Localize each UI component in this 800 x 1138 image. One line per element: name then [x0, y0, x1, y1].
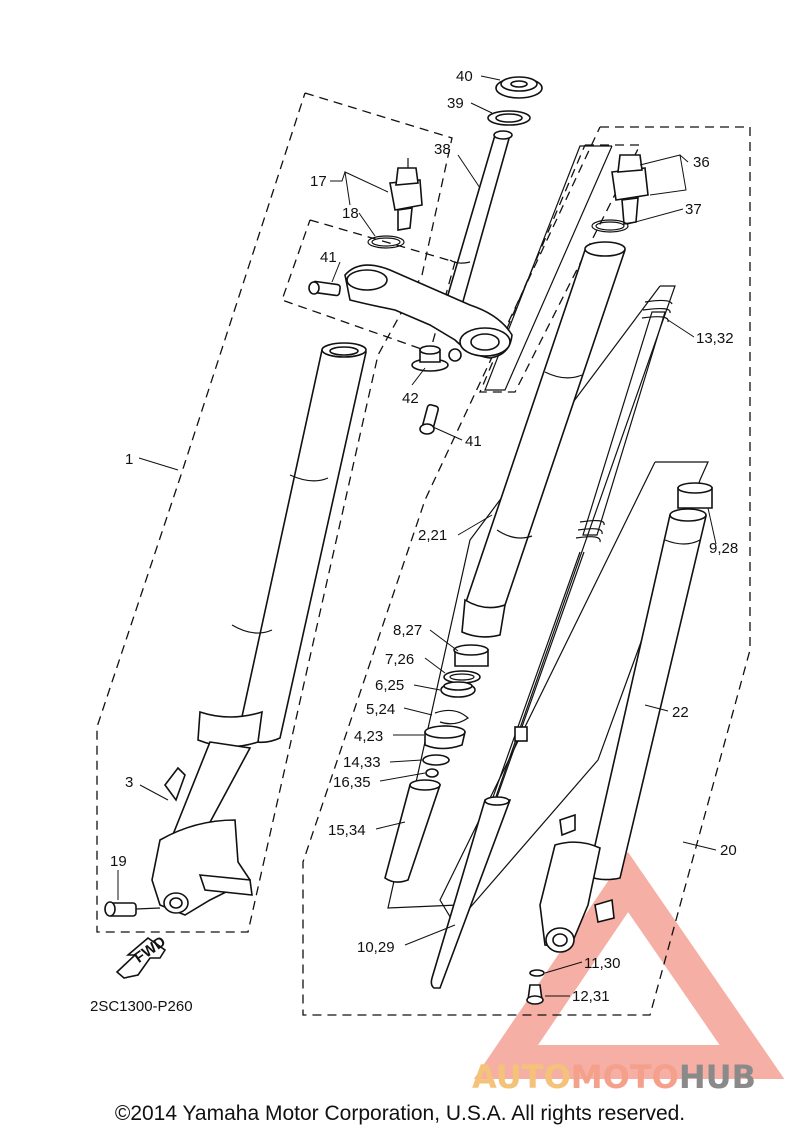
- o-ring-37: [591, 219, 629, 233]
- bolt-12-31: [526, 984, 544, 1005]
- bushing-9-28: [677, 482, 713, 509]
- bolt-41-upper: [308, 280, 341, 297]
- callout-16-35: 16,35: [333, 774, 371, 791]
- callout-41-upper: 41: [320, 249, 337, 266]
- spring-13-32: [575, 299, 673, 543]
- seal-39: [487, 110, 531, 126]
- callout-18: 18: [342, 205, 359, 222]
- callout-9-28: 9,28: [709, 540, 738, 557]
- watermark-moto: MOTO: [571, 1058, 679, 1096]
- right-outer-tube: [461, 241, 626, 638]
- watermark-logo: [473, 851, 785, 1079]
- leader-lines: [117, 75, 717, 997]
- callout-7-26: 7,26: [385, 651, 414, 668]
- callout-41-lower: 41: [465, 433, 482, 450]
- callout-1: 1: [125, 451, 133, 468]
- callout-17: 17: [310, 173, 327, 190]
- callout-42: 42: [402, 390, 419, 407]
- callout-37: 37: [685, 201, 702, 218]
- callout-13-32: 13,32: [696, 330, 734, 347]
- inner-tube-22: [587, 508, 707, 881]
- watermark-hub: HUB: [679, 1058, 756, 1096]
- callout-4-23: 4,23: [354, 728, 383, 745]
- diagram-code: 2SC1300-P260: [90, 998, 193, 1015]
- callout-40: 40: [456, 68, 473, 85]
- callout-10-29: 10,29: [357, 939, 395, 956]
- watermark-text: AUTOMOTOHUB: [472, 1058, 756, 1096]
- callout-2-21: 2,21: [418, 527, 447, 544]
- callout-38: 38: [434, 141, 451, 158]
- fwd-arrow-icon: FWD: [115, 933, 169, 979]
- callout-36: 36: [693, 154, 710, 171]
- damper-rod-10-29: [430, 551, 585, 989]
- callout-11-30: 11,30: [584, 955, 620, 972]
- left-fork-assembly: [151, 342, 367, 916]
- right-axle-bracket-20: [539, 813, 615, 953]
- callout-20: 20: [720, 842, 737, 859]
- callout-8-27: 8,27: [393, 622, 422, 639]
- bearing-40: [495, 76, 543, 99]
- callout-3: 3: [125, 774, 133, 791]
- callout-12-31: 12,31: [572, 988, 610, 1005]
- cap-bolt-36: [611, 154, 649, 225]
- bolt-19: [104, 901, 161, 917]
- washer-11-30: [529, 969, 545, 977]
- steering-stem-assembly: [344, 130, 513, 362]
- collar-42: [411, 345, 449, 372]
- watermark-auto: AUTO: [472, 1058, 571, 1096]
- callout-5-24: 5,24: [366, 701, 395, 718]
- copyright-notice: ©2014 Yamaha Motor Corporation, U.S.A. A…: [114, 1102, 686, 1125]
- o-ring-18: [367, 235, 405, 249]
- cap-bolt-17: [389, 158, 423, 231]
- svg-text:AUTOMOTOHUB: AUTOMOTOHUB: [472, 1058, 756, 1096]
- callout-15-34: 15,34: [328, 822, 366, 839]
- callout-labels: 40 39 38 17 18 36 37 41 42 41 13,32 1 2,…: [90, 68, 738, 1015]
- fwd-label: FWD: [131, 933, 169, 967]
- callout-39: 39: [447, 95, 464, 112]
- callout-19: 19: [110, 853, 127, 870]
- seal-stack: [384, 644, 489, 883]
- bolt-41-lower: [419, 403, 440, 435]
- callout-6-25: 6,25: [375, 677, 404, 694]
- callout-14-33: 14,33: [343, 754, 381, 771]
- callout-22: 22: [672, 704, 689, 721]
